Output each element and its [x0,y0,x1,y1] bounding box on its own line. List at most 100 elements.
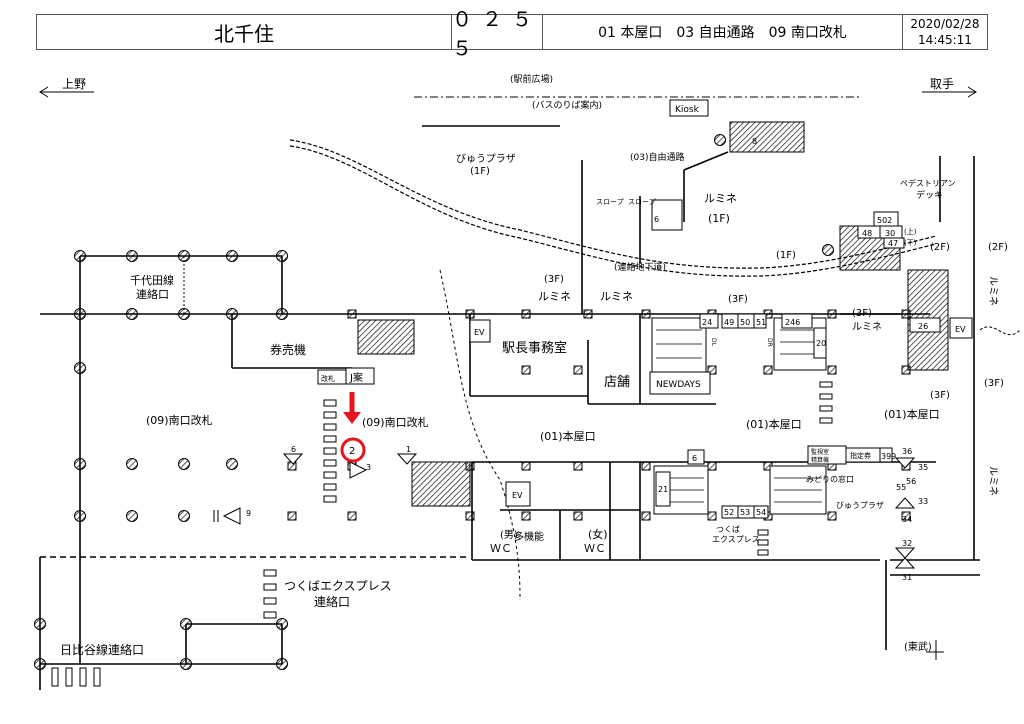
escalators [651,199,827,515]
dl-label: DL [710,338,717,347]
seisanki-label: 精算機 [811,456,829,464]
marker-34: 34 [902,515,912,524]
hibiya-label: 日比谷線連絡口 [60,642,144,657]
ekimae-label: (駅前広場) [510,73,553,85]
timestamp: 2020/02/28 14:45:11 [902,14,988,50]
chiyoda-label-2: 連絡口 [136,287,169,301]
floor-1f-c: (1F) [776,250,796,261]
marker-3: 3 [366,463,371,472]
marker-33: 33 [918,497,928,506]
station-name: 北千住 [36,14,452,50]
wc-men-label: (男) [500,529,518,541]
marker-20: 20 [816,339,826,348]
floor-3f-e: (3F) [984,378,1004,389]
honya-label-3: (01)本屋口 [884,407,940,421]
ticket-machines-label: 券売機 [270,342,306,357]
bus-label: (バスのりば案内) [532,99,602,111]
marker-246: 246 [785,318,800,327]
floor-3f-c: (3F) [852,308,872,319]
marker-numbers: 8 6 24 49 50 51 246 20 26 502 48 30 47 6… [246,137,928,582]
marker-399: 399 [881,452,896,461]
lumine-label-3: ルミネ [600,290,633,303]
tsukuba-small-label: つくば [716,525,740,534]
floor-3f-a: (3F) [544,274,564,285]
marker-35: 35 [918,463,928,472]
toride-label: 取手 [930,77,954,91]
ev-label-3: EV [955,325,966,334]
marker-26: 26 [918,322,928,331]
marker-502: 502 [877,216,892,225]
marker-56: 56 [906,477,916,486]
floor-3f-b: (3F) [728,294,748,305]
j-info-label: J案 [349,371,363,384]
marker-54: 54 [756,508,766,517]
rooms [317,211,973,519]
express-small-label: エクスプレス [712,535,760,544]
wc-women-label: (女) [588,527,608,541]
minami-label-center: (09)南口改札 [362,415,429,429]
ev-label-1: EV [474,328,485,337]
newdays-label: NEWDAYS [656,380,701,390]
ev-label-2: EV [512,491,523,500]
lumine-label-2: ルミネ [538,290,571,303]
lumine-vertical-2: ルミネ [987,466,999,496]
slope-label-2: スロープ [628,198,656,206]
kiosk-label: Kiosk [675,105,700,115]
marker-32: 32 [902,539,912,548]
marker-52: 52 [724,508,734,517]
marker-50: 50 [740,318,750,327]
floor-2f-a: (2F) [930,242,950,253]
floor-3f-d: (3F) [930,390,950,401]
lumine-label-4: ルミネ [852,321,882,333]
honya-label-1: (01)本屋口 [540,429,596,443]
deck-label: デッキ [916,189,943,201]
down-label: (下) [904,239,917,247]
takinou-label: 多機能 [514,530,544,543]
seisan-label: 監視室 [811,448,829,456]
marker-36: 36 [902,447,912,456]
minami-label-left: (09)南口改札 [146,413,213,427]
slope-label-1: スロープ [596,198,624,206]
pedestrian-label: ペデストリアン [900,178,956,188]
marker-30: 30 [885,229,895,238]
marker-51: 51 [756,318,766,327]
wc-label-2: ＷＣ [584,542,606,555]
marker-6-c: 6 [692,454,697,463]
viewplaza-label-bottom: びゅうプラザ [836,501,884,510]
up-label: (上) [904,227,917,236]
marker-53: 53 [740,508,750,517]
kaisatsu-label: 改札 [321,374,335,383]
floor-1f-b: (1F) [708,212,730,225]
floor-1f-a: (1F) [470,166,490,177]
signboards [222,453,916,569]
shiteiken-label: 指定券 [850,451,871,460]
dr-label: DR [766,338,773,347]
station-code: ０２５５ [451,7,543,60]
marker-48: 48 [862,229,872,238]
date: 2020/02/28 [910,17,980,31]
tunnel-label: (連絡地下道) [614,261,666,273]
marker-8: 8 [752,137,757,146]
ueno-label: 上野 [62,77,86,91]
lumine-vertical-1: ルミネ [987,276,999,306]
tsukuba-renraku-label: 連絡口 [314,594,350,609]
marker-49: 49 [724,318,734,327]
time: 14:45:11 [918,33,972,47]
lumine-label-1: ルミネ [704,192,737,205]
jiyu-label: (03)自由通路 [630,151,684,163]
floor-2f-b: (2F) [988,242,1008,253]
marker-9: 9 [246,509,251,518]
current-location-number: 2 [349,446,355,457]
honya-label-2: (01)本屋口 [746,417,802,431]
marker-1: 1 [406,445,411,454]
exit-list: 01 本屋口 03 自由通路 09 南口改札 [542,14,903,50]
wc-label-1: ＷＣ [490,542,512,555]
direction-toride: 取手 [922,77,977,98]
marker-21: 21 [658,485,668,494]
viewplaza-label-top: びゅうプラザ [456,153,516,165]
direction-ueno: 上野 [39,77,94,98]
marker-55: 55 [896,483,906,492]
tenpo-label: 店舗 [604,375,630,390]
ekichou-label: 駅長事務室 [502,340,567,356]
